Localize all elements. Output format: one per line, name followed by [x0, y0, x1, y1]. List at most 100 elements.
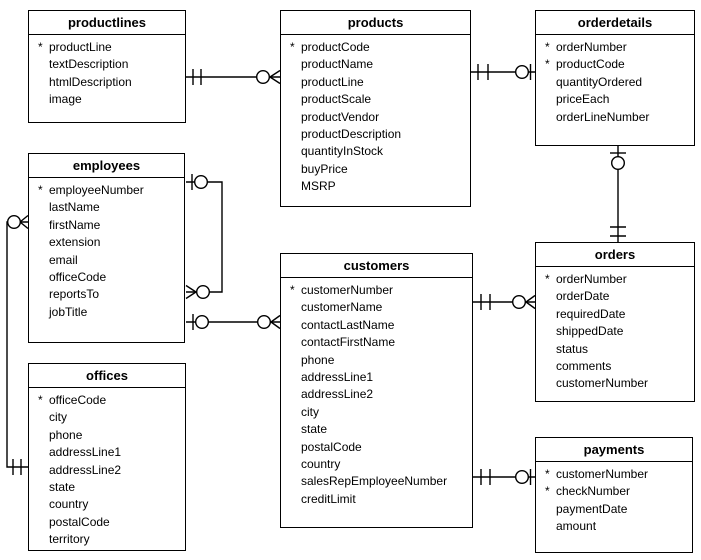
- field-officeCode: * officeCode: [38, 392, 183, 409]
- field-name: state: [49, 480, 76, 495]
- field-name: creditLimit: [301, 491, 356, 506]
- crow-foot-many: [270, 314, 281, 330]
- field-productName: productName: [290, 56, 468, 73]
- field-name: productLine: [301, 74, 364, 89]
- field-name: textDescription: [49, 57, 129, 72]
- field-email: email: [38, 252, 182, 269]
- cardinality-zero-circle: [194, 315, 209, 330]
- field-salesRepEmployeeNumber: salesRepEmployeeNumber: [290, 473, 470, 490]
- field-name: jobTitle: [49, 304, 88, 319]
- field-name: productLine: [49, 40, 112, 54]
- field-name: quantityInStock: [301, 144, 384, 159]
- pk-star: *: [545, 57, 550, 72]
- field-customerNumber: customerNumber: [545, 375, 692, 392]
- field-city: city: [38, 409, 183, 426]
- field-productLine: * productLine: [38, 39, 183, 56]
- field-image: image: [38, 91, 183, 108]
- field-paymentDate: paymentDate: [545, 501, 690, 518]
- cardinality-one-ticks: [610, 226, 626, 237]
- entity-title: products: [281, 11, 470, 35]
- field-name: salesRepEmployeeNumber: [301, 474, 448, 489]
- field-requiredDate: requiredDate: [545, 306, 692, 323]
- field-addressLine1: addressLine1: [38, 444, 183, 461]
- field-customerName: customerName: [290, 299, 470, 316]
- entity-title: employees: [29, 154, 184, 178]
- pk-star: *: [38, 183, 43, 197]
- field-name: quantityOrdered: [556, 74, 643, 89]
- field-name: productCode: [301, 40, 370, 54]
- field-customerNumber: *customerNumber: [545, 466, 690, 483]
- field-buyPrice: buyPrice: [290, 161, 468, 178]
- field-name: country: [49, 497, 89, 512]
- field-name: productName: [301, 57, 374, 72]
- field-contactLastName: contactLastName: [290, 317, 470, 334]
- field-customerNumber: *customerNumber: [290, 282, 470, 299]
- field-name: officeCode: [49, 393, 107, 407]
- field-name: buyPrice: [301, 161, 348, 176]
- connector-customers-orders: [473, 294, 536, 310]
- cardinality-zero-circle: [257, 315, 272, 330]
- field-name: phone: [49, 427, 83, 442]
- entity-title: productlines: [29, 11, 185, 35]
- field-status: status: [545, 341, 692, 358]
- connector-productlines-products: [186, 69, 281, 85]
- field-name: shippedDate: [556, 324, 624, 339]
- field-orderNumber: *orderNumber: [545, 271, 692, 288]
- field-addressLine2: addressLine2: [290, 386, 470, 403]
- field-name: contactFirstName: [301, 335, 396, 350]
- field-employeeNumber: * employeeNumber: [38, 182, 182, 199]
- field-name: htmlDescription: [49, 74, 132, 89]
- field-checkNumber: *checkNumber: [545, 483, 690, 500]
- cardinality-zero-circle: [611, 155, 626, 170]
- field-name: email: [49, 252, 78, 267]
- field-name: productVendor: [301, 109, 380, 124]
- pk-star: *: [38, 393, 43, 407]
- field-name: addressLine2: [49, 462, 122, 477]
- field-list: * productLine textDescription htmlDescripti…: [29, 35, 185, 109]
- field-state: state: [38, 479, 183, 496]
- field-name: city: [49, 410, 67, 425]
- field-name: orderNumber: [556, 40, 627, 54]
- entity-title: payments: [536, 438, 692, 462]
- field-productScale: productScale: [290, 91, 468, 108]
- pk-star: *: [38, 40, 43, 54]
- field-name: employeeNumber: [49, 183, 144, 197]
- connector-orderdetails-orders: [610, 146, 626, 242]
- field-firstName: firstName: [38, 217, 182, 234]
- field-name: addressLine1: [49, 445, 122, 460]
- cardinality-zero-circle: [195, 285, 210, 300]
- field-postalCode: postalCode: [290, 439, 470, 456]
- crow-foot-many: [19, 214, 29, 230]
- pk-star: *: [545, 467, 550, 481]
- connector-employees-self-reportsto: [185, 174, 223, 300]
- connector-employees-customers: [186, 314, 281, 330]
- cardinality-one-ticks: [192, 69, 202, 85]
- field-productLine: productLine: [290, 74, 468, 91]
- field-list: * orderNumber * productCode quantityOrdered p…: [536, 35, 694, 126]
- field-officeCode: officeCode: [38, 269, 182, 286]
- field-postalCode: postalCode: [38, 514, 183, 531]
- cardinality-zero-circle: [515, 470, 530, 485]
- field-name: firstName: [49, 217, 101, 232]
- field-name: productCode: [556, 57, 625, 72]
- pk-star: *: [545, 40, 550, 54]
- field-phone: phone: [38, 427, 183, 444]
- field-priceEach: priceEach: [545, 91, 692, 108]
- field-name: city: [301, 404, 319, 419]
- field-name: addressLine2: [301, 387, 374, 402]
- cardinality-one-ticks: [12, 459, 22, 475]
- field-name: productDescription: [301, 127, 402, 142]
- field-productDescription: productDescription: [290, 126, 468, 143]
- field-country: country: [38, 496, 183, 513]
